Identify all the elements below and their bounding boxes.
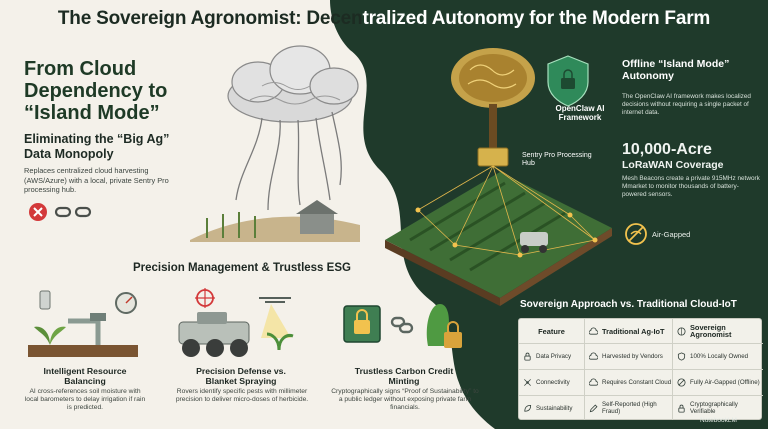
offline-heading: Offline “Island Mode” Autonomy xyxy=(622,58,730,82)
precision-defense-title: Precision Defense vs. Blanket Spraying xyxy=(196,366,286,386)
link-icon xyxy=(390,316,414,334)
row-traditional-label: Requires Constant Cloud xyxy=(602,379,672,386)
row-traditional: Requires Constant Cloud xyxy=(585,370,673,395)
title-part-light-bg: The Sovereign Agronomist: Decen xyxy=(57,8,363,29)
table-row: Connectivity Requires Constant Cloud Ful… xyxy=(519,370,763,396)
row-sovereign: Cryptographically Verifiable xyxy=(673,396,763,420)
shield-check-icon xyxy=(677,352,686,361)
coverage-heading: LoRaWAN Coverage xyxy=(622,159,724,171)
close-icon xyxy=(29,203,47,221)
no-cloud-icons xyxy=(28,200,98,229)
row-sovereign-label: 100% Locally Owned xyxy=(690,353,749,360)
resource-balancing-text: AI cross-references soil moisture with l… xyxy=(24,388,146,411)
precision-heading: Precision Management & Trustless ESG xyxy=(133,262,351,274)
table-row: Data Privacy Harvested by Vendors 100% L… xyxy=(519,344,763,370)
padlock-icon xyxy=(678,404,685,413)
header-traditional: Traditional Ag-IoT xyxy=(585,319,673,343)
pen-icon xyxy=(589,404,598,412)
network-icon xyxy=(524,379,531,386)
air-gapped-label: Air-Gapped xyxy=(652,230,691,239)
page-title: The Sovereign Agronomist: Decentralized … xyxy=(0,8,768,30)
row-sovereign-label: Cryptographically Verifiable xyxy=(690,401,738,415)
header-traditional-label: Traditional Ag-IoT xyxy=(602,326,665,336)
big-ag-heading: Eliminating the “Big Ag” Data Monopoly xyxy=(24,132,170,161)
lock-icon xyxy=(524,352,531,361)
cloud-icon xyxy=(589,378,598,386)
header-sovereign-label: Sovereign Agronomist xyxy=(690,323,732,339)
row-sovereign: 100% Locally Owned xyxy=(673,344,763,369)
row-feature-label: Sustainability xyxy=(536,404,573,412)
precision-defense-text: Rovers identify specific pests with mill… xyxy=(175,388,309,403)
cloud-icon xyxy=(589,327,598,335)
carbon-credit-illustration xyxy=(343,304,462,348)
row-traditional-label: Harvested by Vendors xyxy=(602,353,663,360)
row-feature: Sustainability xyxy=(519,396,585,420)
row-feature-label: Data Privacy xyxy=(536,353,572,360)
cloud-illustration xyxy=(190,45,360,242)
air-gapped-icon xyxy=(625,223,647,245)
brain-icon xyxy=(677,326,686,336)
carbon-credit-text: Cryptographically signs “Proof of Sustai… xyxy=(331,388,479,411)
coverage-text: Mesh Beacons create a private 915MHz net… xyxy=(622,175,760,198)
row-feature: Data Privacy xyxy=(519,344,585,369)
leaf-icon xyxy=(524,404,532,412)
farm-plot-illustration xyxy=(385,48,612,306)
comparison-table: Feature Traditional Ag-IoT Sovereign Agr… xyxy=(518,318,763,420)
row-sovereign: Fully Air-Gapped (Offline) xyxy=(673,370,763,395)
broken-link-icon xyxy=(54,206,92,218)
shield-lock-icon xyxy=(547,55,589,107)
precision-defense-illustration xyxy=(178,288,294,357)
row-feature-label: Connectivity xyxy=(536,379,570,386)
comparison-heading: Sovereign Approach vs. Traditional Cloud… xyxy=(520,299,737,310)
cloud-to-island-heading: From Cloud Dependency to “Island Mode” xyxy=(24,58,168,124)
table-row: Sustainability Self-Reported (High Fraud… xyxy=(519,396,763,420)
sentry-hub-label: Sentry Pro Processing Hub xyxy=(522,152,592,167)
notebooklm-brand: NotebookLM xyxy=(700,417,737,424)
row-traditional-label: Self-Reported (High Fraud) xyxy=(602,401,657,415)
resource-balancing-illustration xyxy=(28,290,138,357)
row-sovereign-label: Fully Air-Gapped (Offline) xyxy=(690,379,760,386)
header-feature: Feature xyxy=(519,319,585,343)
resource-balancing-title: Intelligent Resource Balancing xyxy=(43,366,127,386)
header-sovereign: Sovereign Agronomist xyxy=(673,319,763,343)
title-part-dark-bg: tralized Autonomy for the Modern Farm xyxy=(362,8,711,29)
big-ag-text: Replaces centralized cloud harvesting (A… xyxy=(24,166,169,194)
row-traditional: Harvested by Vendors xyxy=(585,344,673,369)
no-connection-icons xyxy=(29,203,92,221)
cloud-icon xyxy=(589,352,598,360)
coverage-acres: 10,000-Acre xyxy=(622,141,712,158)
row-traditional: Self-Reported (High Fraud) xyxy=(585,396,673,420)
offline-text: The OpenClaw AI framework makes localize… xyxy=(622,93,751,116)
carbon-credit-title: Trustless Carbon Credit Minting xyxy=(354,366,454,386)
table-header-row: Feature Traditional Ag-IoT Sovereign Agr… xyxy=(519,319,763,344)
openclaw-framework-label: OpenClaw AI Framework xyxy=(555,104,605,122)
row-feature: Connectivity xyxy=(519,370,585,395)
offline-icon xyxy=(677,378,686,387)
